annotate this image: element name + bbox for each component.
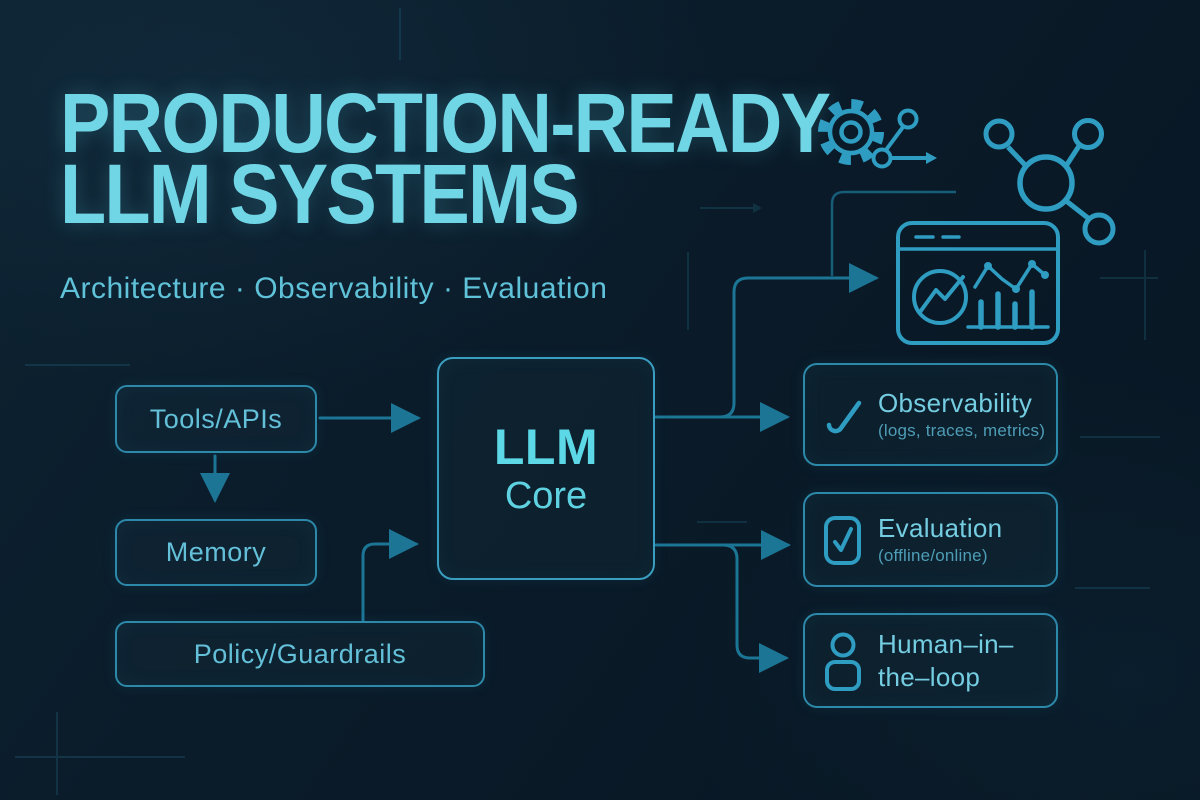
network-satellite-node <box>983 118 1015 150</box>
node-evaluation: Evaluation (offline/online) <box>803 492 1058 587</box>
page-subtitle: Architecture · Observability · Evaluatio… <box>60 272 608 305</box>
node-evaluation-subtitle: (offline/online) <box>878 546 988 565</box>
chart-dot <box>1012 285 1020 293</box>
node-observability-text: Observability (logs, traces, metrics) <box>878 388 1045 441</box>
node-policy-guardrails-label: Policy/Guardrails <box>193 638 407 669</box>
connector-core-to-hitl <box>721 543 789 673</box>
title-line-2: LLM SYSTEMS <box>60 147 580 241</box>
node-memory: Memory <box>115 519 317 586</box>
node-observability: Observability (logs, traces, metrics) <box>803 363 1058 466</box>
node-evaluation-text: Evaluation (offline/online) <box>878 513 1002 566</box>
page-title: PRODUCTION-READY LLM SYSTEMS <box>60 76 831 241</box>
node-hitl-title-line-1: Human–in– <box>878 629 1014 659</box>
gear-body <box>827 108 875 156</box>
node-policy-guardrails: Policy/Guardrails <box>115 621 485 687</box>
flow-nodes-arrow-icon <box>871 108 928 169</box>
flow-node-top <box>897 108 919 130</box>
connector-network-to-dashboard <box>830 190 956 276</box>
title-line-1: PRODUCTION-READY <box>60 76 831 170</box>
node-observability-subtitle: (logs, traces, metrics) <box>878 421 1046 440</box>
node-human-in-the-loop: Human–in– the–loop <box>803 613 1058 708</box>
gear-teeth <box>818 99 884 165</box>
node-llm-core-title: LLM <box>493 418 599 475</box>
checkbox-check-icon <box>824 515 861 565</box>
dashboard-gauge-trendline <box>918 275 965 314</box>
node-llm-core-subtitle: Core <box>504 474 588 517</box>
network-link <box>1063 144 1082 168</box>
node-observability-title: Observability <box>878 388 1033 418</box>
circuit-trace-arrowhead <box>753 203 762 213</box>
dashboard-linechart-dots <box>984 260 1049 293</box>
node-human-in-the-loop-text: Human–in– the–loop <box>878 629 1014 692</box>
connector-core-to-dashboard <box>718 263 879 419</box>
network-satellite-node <box>1082 212 1116 246</box>
circuit-trace-group <box>15 8 1160 795</box>
flow-diagonal-line <box>884 125 905 152</box>
dashboard-chart-icon <box>896 221 1060 345</box>
network-hub-node <box>1017 154 1075 212</box>
gear-icon <box>818 99 884 165</box>
chart-dot <box>984 262 992 270</box>
flow-node-bottom <box>871 147 893 169</box>
node-tools-apis-label: Tools/APIs <box>149 403 283 434</box>
network-satellite-node <box>1072 118 1104 150</box>
person-icon <box>825 632 861 691</box>
node-hitl-title-line-2: the–loop <box>878 662 981 692</box>
chart-dot <box>1041 271 1049 279</box>
flow-arrowhead <box>926 152 937 164</box>
network-hub-icon <box>983 118 1116 246</box>
chart-dot <box>1028 260 1036 268</box>
connector-policy-to-core <box>361 529 419 622</box>
node-memory-label: Memory <box>165 537 267 567</box>
node-llm-core: LLM Core <box>437 357 655 580</box>
node-tools-apis: Tools/APIs <box>115 385 317 453</box>
dashboard-gauge-circle <box>912 269 968 325</box>
gear-hole <box>839 120 863 144</box>
check-icon <box>826 400 862 433</box>
network-link <box>1063 198 1090 220</box>
dashboard-window <box>896 221 1060 345</box>
node-evaluation-title: Evaluation <box>878 513 1003 543</box>
network-link <box>1006 145 1028 168</box>
